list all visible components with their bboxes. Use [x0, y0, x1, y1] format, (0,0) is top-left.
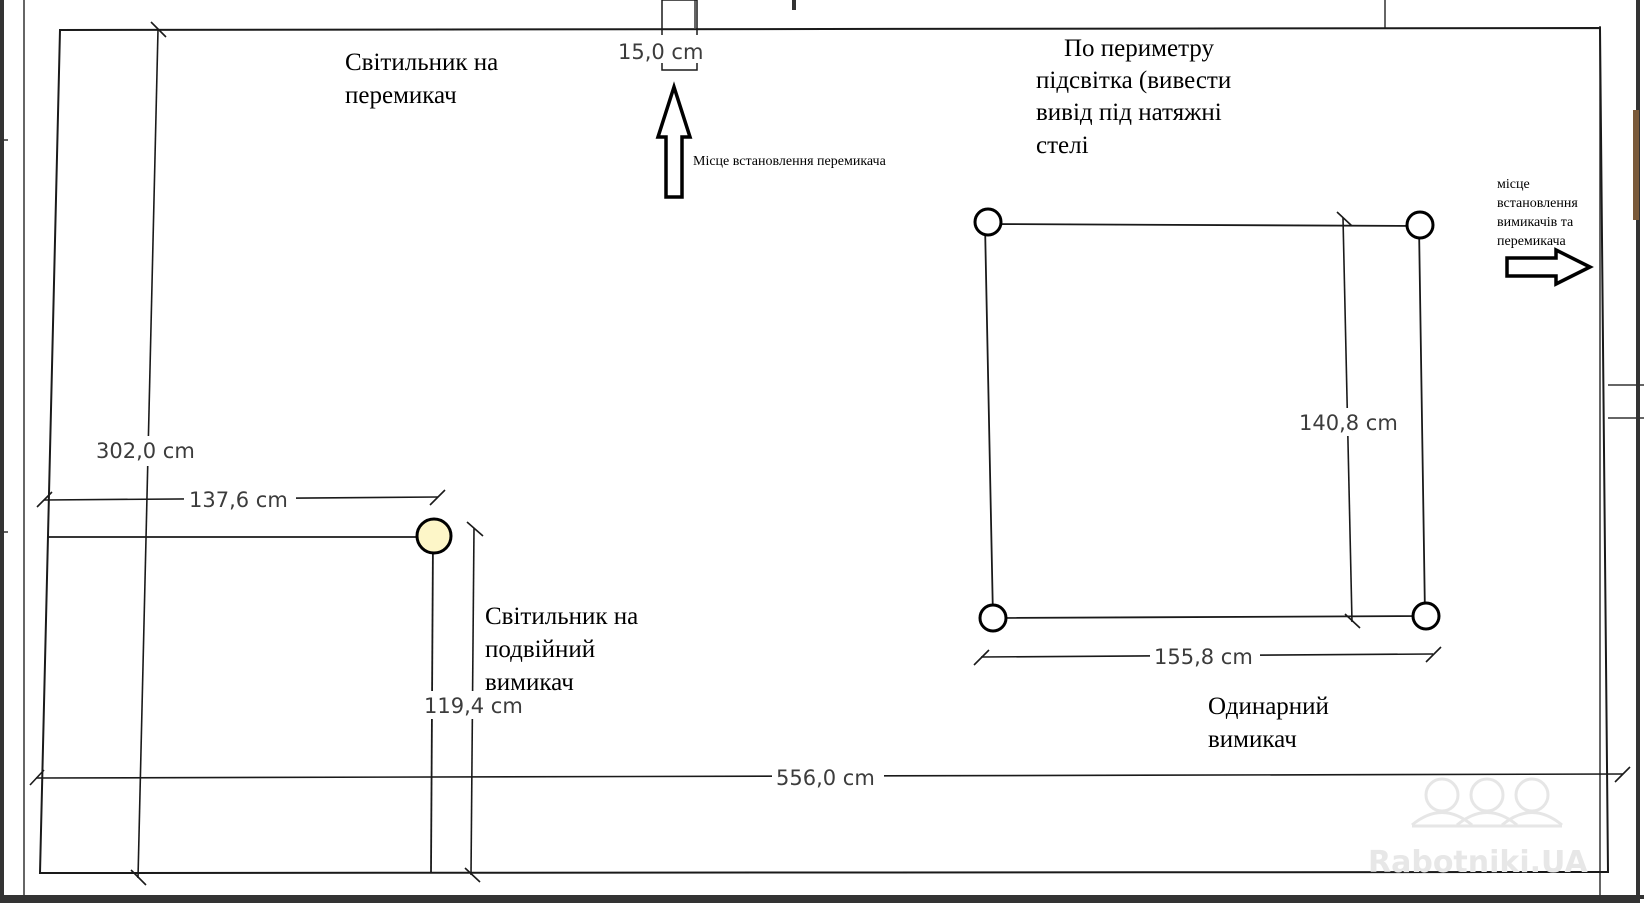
watermark-helmets-icon	[1411, 777, 1563, 828]
ceiling-lamp-top-right-icon	[1405, 210, 1435, 240]
dim-room-width: 556,0 cm	[776, 766, 875, 790]
dim-right-fixture-width: 155,8 cm	[1154, 645, 1253, 669]
dim-right-fixture-depth: 140,8 cm	[1299, 411, 1398, 435]
ceiling-lamp-bottom-left-icon	[978, 603, 1008, 633]
dimension-labels: 15,0 cm 302,0 cm 137,6 cm 119,4 cm 140,8…	[92, 35, 1403, 791]
ceiling-lamp-left-icon	[415, 517, 453, 555]
watermark: Rabotniki.UA	[1368, 777, 1588, 880]
dim-left-fixture-width: 137,6 cm	[189, 488, 288, 512]
dim-left-fixture-depth: 119,4 cm	[424, 694, 523, 718]
dim-room-depth: 302,0 cm	[96, 439, 195, 463]
watermark-text: Rabotniki.UA	[1368, 845, 1588, 880]
ceiling-lamp-bottom-right-icon	[1411, 601, 1441, 631]
room-outline	[38, 26, 1610, 875]
dim-switch-offset: 15,0 cm	[618, 40, 703, 64]
note-lamp-on-double-switch: Світильник на подвійний вимикач	[485, 603, 645, 696]
note-switches-location: місце встановлення вимикачів та перемика…	[1497, 177, 1581, 249]
left-fixture-zone	[48, 536, 434, 874]
switch-arrow-right-icon	[1505, 247, 1594, 287]
note-perimeter-light: По периметру підсвітка (вивести вивід пі…	[1036, 35, 1237, 159]
note-lamp-on-switch: Світильник на перемикач	[345, 49, 505, 109]
dimension-lines	[29, 21, 1631, 886]
note-switch-location: Місце встановлення перемикача	[693, 154, 887, 169]
ceiling-lamp-top-left-icon	[973, 207, 1003, 237]
note-single-switch: Одинарний вимикач	[1208, 693, 1335, 753]
arrow-up-icon	[655, 81, 693, 199]
